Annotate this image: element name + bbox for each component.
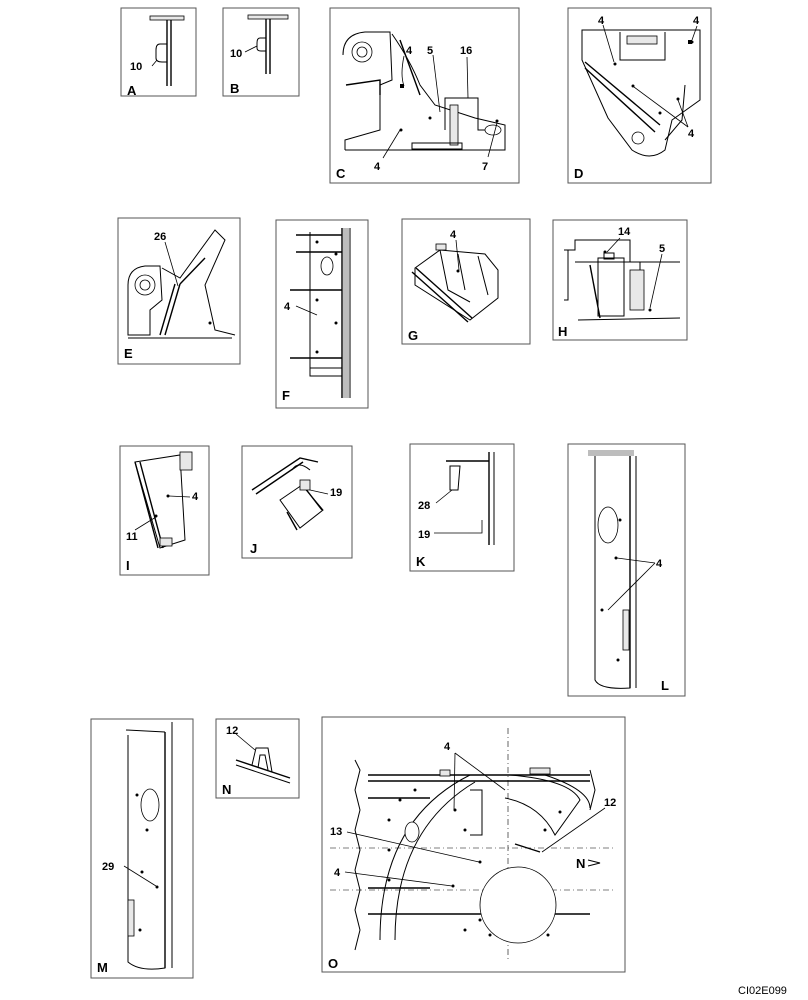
callout-n-12: 12 <box>226 725 238 737</box>
panel-i-label: I <box>126 558 130 573</box>
panel-j-frame <box>241 445 353 559</box>
callout-o-n-marker: N <box>576 856 585 871</box>
callout-l-4: 4 <box>656 558 663 570</box>
panel-g-frame <box>401 218 531 345</box>
panel-n-frame <box>215 718 300 799</box>
callout-e-26: 26 <box>154 231 166 243</box>
panel-h-label: H <box>558 324 567 339</box>
panel-l-label: L <box>661 678 669 693</box>
callout-k-19: 19 <box>418 529 430 541</box>
panel-f: 4 F <box>275 219 369 409</box>
panel-h: 14 5 H <box>552 219 688 341</box>
callout-g-4: 4 <box>450 229 457 241</box>
panel-d: 4 4 4 D <box>567 7 712 184</box>
panel-a: 10 A <box>120 7 197 98</box>
panel-k-frame <box>409 443 515 572</box>
panel-g-label: G <box>408 328 418 343</box>
callout-d-4c: 4 <box>688 128 695 140</box>
callout-d-4b: 4 <box>693 15 700 27</box>
callout-h-5: 5 <box>659 243 665 255</box>
panel-b-frame <box>222 7 300 97</box>
panel-f-frame <box>275 219 369 409</box>
callout-i-4: 4 <box>192 491 199 503</box>
callout-c-5: 5 <box>427 45 433 57</box>
panel-d-label: D <box>574 166 583 181</box>
clip-part <box>256 37 266 52</box>
panel-d-frame <box>567 7 712 184</box>
panel-c-frame <box>329 7 520 184</box>
boom-foot-bracket <box>342 31 393 150</box>
panel-l-frame <box>567 443 686 697</box>
callout-c-7: 7 <box>482 161 488 173</box>
callout-m-29: 29 <box>102 861 114 873</box>
panel-k: 28 19 K <box>409 443 515 572</box>
panel-m-frame <box>90 718 194 979</box>
panel-c: 4 5 16 4 7 C <box>329 7 520 184</box>
panel-l: 4 L <box>567 443 686 697</box>
callout-c-16: 16 <box>460 45 472 57</box>
callout-o-4b: 4 <box>334 867 341 879</box>
panel-i-frame <box>119 445 210 576</box>
document-code: CI02E099 <box>738 985 787 997</box>
callout-o-12: 12 <box>604 797 616 809</box>
panel-m-label: M <box>97 960 108 975</box>
callout-d-4a: 4 <box>598 15 605 27</box>
panel-b: 10 B <box>222 7 300 97</box>
clip-part <box>155 43 167 63</box>
panel-a-top-plate <box>149 15 185 21</box>
panel-m: 29 M <box>90 718 194 979</box>
bracket-16 <box>444 97 490 131</box>
callout-c-4b: 4 <box>374 161 381 173</box>
panel-f-label: F <box>282 388 290 403</box>
panel-j-label: J <box>250 541 257 556</box>
panel-b-label: B <box>230 81 239 96</box>
panel-g: 4 G <box>401 218 531 345</box>
panel-o-frame <box>321 716 626 973</box>
panel-n-label: N <box>222 782 231 797</box>
panel-a-frame <box>120 7 197 97</box>
panel-e-label: E <box>124 346 133 361</box>
callout-o-13: 13 <box>330 826 342 838</box>
callout-a-10: 10 <box>130 61 142 73</box>
panel-i: 4 11 I <box>119 445 210 576</box>
callout-o-4a: 4 <box>444 741 451 753</box>
callout-b-10: 10 <box>230 48 242 60</box>
panel-o-label: O <box>328 956 338 971</box>
callout-f-4: 4 <box>284 301 291 313</box>
callout-k-28: 28 <box>418 500 430 512</box>
callout-c-4a: 4 <box>406 45 413 57</box>
panel-j: 19 J <box>241 445 353 559</box>
callout-h-14: 14 <box>618 226 631 238</box>
panel-c-label: C <box>336 166 346 181</box>
panel-a-label: A <box>127 83 137 98</box>
panel-n: 12 N <box>215 718 300 799</box>
panel-e: 26 E <box>117 217 241 365</box>
panel-e-frame <box>117 217 241 365</box>
panel-o: 4 13 4 12 N O <box>321 716 626 973</box>
callout-i-11: 11 <box>126 531 138 543</box>
mounting-plate <box>581 29 701 157</box>
callout-j-19: 19 <box>330 487 342 499</box>
panel-h-frame <box>552 219 688 341</box>
panel-k-label: K <box>416 554 426 569</box>
